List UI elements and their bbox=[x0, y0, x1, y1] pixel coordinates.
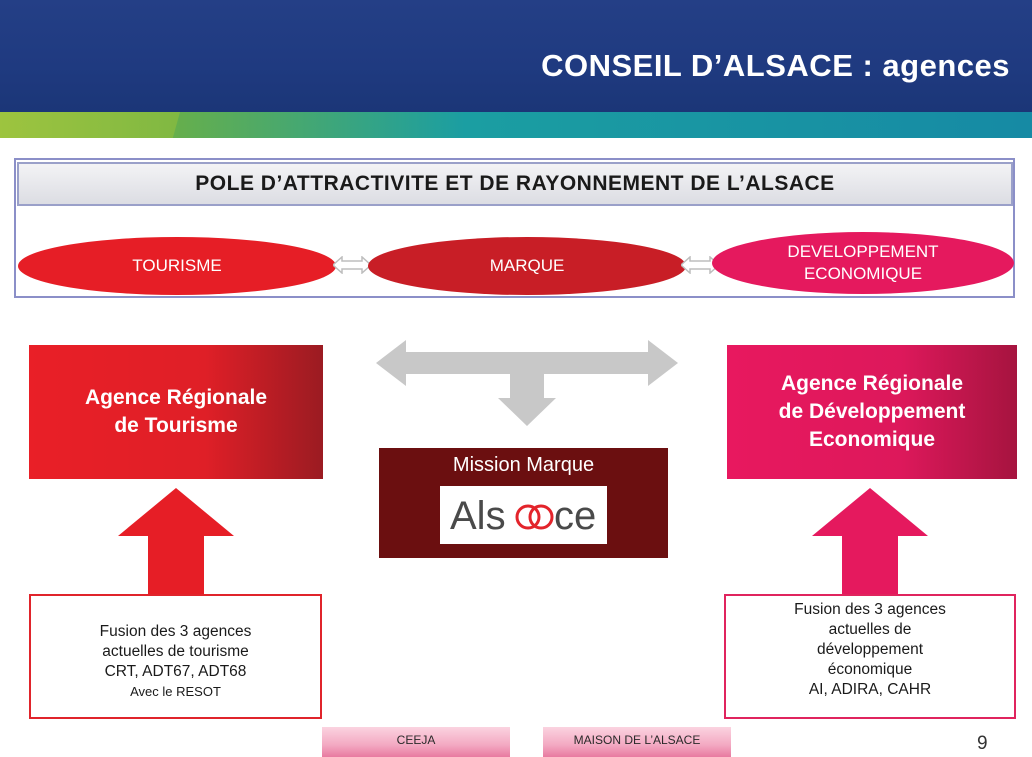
agence-developpement-line3: Economique bbox=[808, 428, 935, 451]
fusion-tourisme-line4: Avec le RESOT bbox=[130, 684, 221, 699]
agence-developpement-line1: Agence Régionale bbox=[780, 372, 964, 395]
fusion-developpement-line2: actuelles de bbox=[828, 621, 912, 638]
double-arrow-icon bbox=[333, 256, 371, 274]
fusion-tourisme-line2: actuelles de tourisme bbox=[102, 643, 249, 660]
pole-item-tourisme: TOURISME bbox=[18, 237, 336, 295]
up-arrow-icon bbox=[118, 488, 234, 594]
svg-text:Als: Als bbox=[450, 494, 506, 538]
double-arrow-icon bbox=[681, 256, 719, 274]
agence-tourisme: Agence Régionale de Tourisme bbox=[29, 345, 323, 479]
up-arrow-icon bbox=[812, 488, 928, 594]
fusion-tourisme-box: Fusion des 3 agences actuelles de touris… bbox=[29, 594, 322, 719]
tab-ceeja-label: CEEJA bbox=[396, 733, 436, 747]
agence-tourisme-line2: de Tourisme bbox=[114, 414, 238, 437]
fusion-tourisme-line3: CRT, ADT67, ADT68 bbox=[104, 663, 247, 680]
fusion-developpement-line4: économique bbox=[827, 661, 913, 678]
mission-marque-label: Mission Marque bbox=[452, 454, 595, 476]
connector-arrow-icon bbox=[376, 340, 678, 426]
pole-item-developpement-line1: DEVELOPPEMENT bbox=[787, 242, 939, 261]
agence-developpement: Agence Régionale de Développement Econom… bbox=[727, 345, 1017, 479]
header-band: CONSEIL D’ALSACE : agences bbox=[0, 0, 1032, 112]
page-title: CONSEIL D’ALSACE : agences bbox=[541, 48, 1010, 83]
tab-maison-alsace-label: MAISON DE L’ALSACE bbox=[573, 733, 701, 747]
pole-item-developpement-line2: ECONOMIQUE bbox=[803, 264, 923, 283]
svg-text:ce: ce bbox=[554, 494, 596, 538]
header-accent-green bbox=[0, 112, 180, 138]
pole-item-marque-label: MARQUE bbox=[489, 256, 565, 275]
page-number: 9 bbox=[977, 733, 988, 754]
mission-marque-box: Mission Marque Als ce bbox=[379, 448, 668, 558]
agence-tourisme-line1: Agence Régionale bbox=[84, 386, 268, 409]
fusion-tourisme-line1: Fusion des 3 agences bbox=[99, 623, 252, 640]
agence-developpement-line2: de Développement bbox=[778, 400, 966, 423]
tab-ceeja: CEEJA bbox=[322, 727, 510, 757]
fusion-developpement-line3: développement bbox=[817, 641, 923, 658]
fusion-developpement-line5: AI, ADIRA, CAHR bbox=[808, 681, 932, 698]
alsace-logo-icon: Als ce bbox=[450, 494, 596, 538]
pole-item-marque: MARQUE bbox=[368, 237, 686, 295]
pole-item-developpement: DEVELOPPEMENT ECONOMIQUE bbox=[712, 232, 1014, 294]
fusion-developpement-line1: Fusion des 3 agences bbox=[794, 601, 946, 618]
fusion-developpement-box: Fusion des 3 agences actuelles de dévelo… bbox=[724, 594, 1016, 719]
alsace-logo: Als ce bbox=[440, 486, 607, 544]
tab-maison-alsace: MAISON DE L’ALSACE bbox=[543, 727, 731, 757]
pole-title: POLE D’ATTRACTIVITE ET DE RAYONNEMENT DE… bbox=[17, 162, 1013, 206]
pole-item-tourisme-label: TOURISME bbox=[132, 256, 222, 275]
